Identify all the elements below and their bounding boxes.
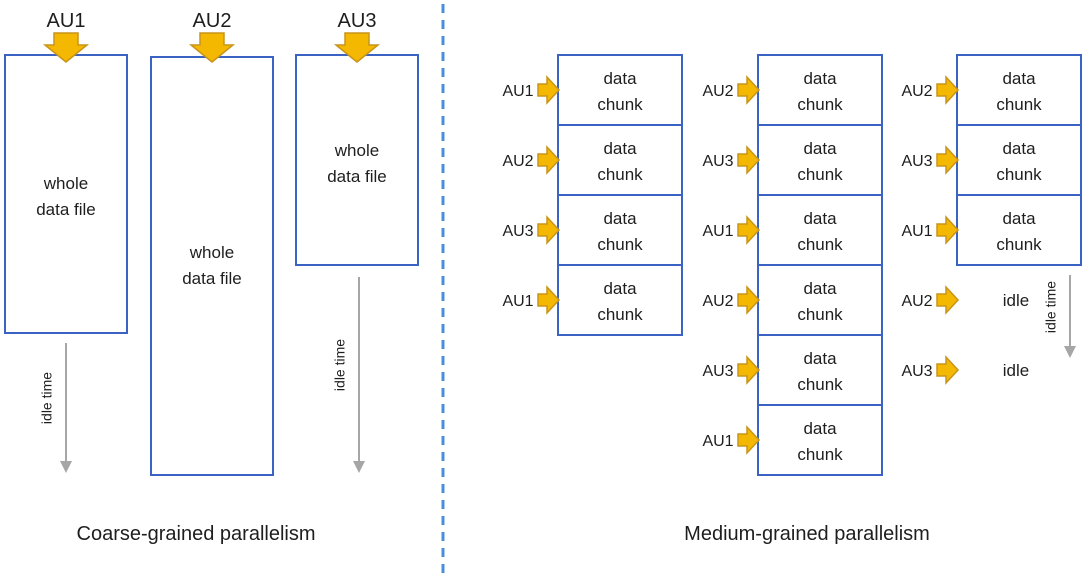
right-arrow-icon [537,285,561,315]
right-arrow-icon [737,145,761,175]
chunk-text: chunk [996,165,1042,184]
right-arrow-icon [936,285,960,315]
data-chunk-box [757,404,883,476]
idle-time-label: idle time [1043,281,1059,333]
down-arrow-icon [333,32,381,63]
idle-time-label: idle time [39,372,55,424]
idle-text: idle [1003,361,1029,380]
chunk-text: data [803,349,837,368]
data-chunk-box [557,264,683,336]
au-label: AU2 [901,83,932,100]
chunk-text: chunk [797,235,843,254]
au-label: AU2 [502,153,533,170]
au-label: AU3 [338,10,377,32]
au-label: AU1 [702,433,733,450]
right-arrow-icon [936,215,960,245]
chunk-text: chunk [597,235,643,254]
au-label: AU1 [47,10,86,32]
down-arrow-icon [42,32,90,63]
chunk-text: chunk [996,235,1042,254]
data-chunk-box [757,264,883,336]
chunk-text: data [603,139,637,158]
box-text: whole [334,141,379,160]
chunk-text: data [603,69,637,88]
chunk-text: data [603,209,637,228]
data-chunk-box [757,124,883,196]
au-label: AU1 [901,223,932,240]
data-chunk-box [757,54,883,126]
right-arrow-icon [936,145,960,175]
right-arrow-icon [936,355,960,385]
chunk-text: data [803,209,837,228]
au-label: AU2 [702,293,733,310]
chunk-text: chunk [597,305,643,324]
au-label: AU2 [193,10,232,32]
chunk-text: data [1002,139,1036,158]
au-label: AU3 [702,363,733,380]
au-label: AU3 [502,223,533,240]
chunk-text: data [803,139,837,158]
data-chunk-box [757,194,883,266]
au-label: AU1 [502,293,533,310]
whole-data-file-box [4,54,128,334]
chunk-text: data [803,69,837,88]
idle-time-label: idle time [332,339,348,391]
coarse-caption: Coarse-grained parallelism [77,523,316,545]
right-arrow-icon [737,425,761,455]
box-text: data file [182,269,242,288]
right-arrow-icon [936,75,960,105]
data-chunk-box [956,54,1082,126]
data-chunk-box [557,124,683,196]
right-arrow-icon [537,145,561,175]
data-chunk-box [557,54,683,126]
right-arrow-icon [537,75,561,105]
box-text: data file [36,200,96,219]
data-chunk-box [557,194,683,266]
idle-arrow-head [353,461,365,473]
au-label: AU3 [901,363,932,380]
medium-grained-section: datachunkAU1datachunkAU2datachunkAU3data… [502,54,1082,476]
coarse-grained-section: AU1 whole data file idle time AU2 whole data f… [4,10,419,476]
chunk-text: chunk [996,95,1042,114]
down-arrow-icon [188,32,236,63]
chunk-text: data [1002,209,1036,228]
chunk-text: chunk [797,375,843,394]
chunk-text: data [603,279,637,298]
chunk-text: chunk [597,165,643,184]
right-arrow-icon [737,285,761,315]
chunk-text: chunk [797,165,843,184]
chunk-text: data [803,419,837,438]
data-chunk-box [956,194,1082,266]
chunk-text: chunk [797,95,843,114]
data-chunk-box [757,334,883,406]
idle-text: idle [1003,291,1029,310]
chunk-text: chunk [797,445,843,464]
box-text: data file [327,167,387,186]
right-arrow-icon [737,355,761,385]
idle-arrow-head [60,461,72,473]
whole-data-file-box [150,56,274,476]
chunk-text: chunk [797,305,843,324]
au-label: AU1 [702,223,733,240]
right-arrow-icon [537,215,561,245]
data-chunk-box [956,124,1082,196]
whole-data-file-box [295,54,419,266]
box-text: whole [43,174,88,193]
au-label: AU2 [702,83,733,100]
au-label: AU3 [702,153,733,170]
au-label: AU3 [901,153,932,170]
chunk-text: chunk [597,95,643,114]
au-label: AU2 [901,293,932,310]
right-arrow-icon [737,215,761,245]
idle-arrow-head [1064,346,1076,358]
chunk-text: data [1002,69,1036,88]
au-label: AU1 [502,83,533,100]
medium-caption: Medium-grained parallelism [684,523,930,545]
chunk-text: data [803,279,837,298]
right-arrow-icon [737,75,761,105]
box-text: whole [189,243,234,262]
